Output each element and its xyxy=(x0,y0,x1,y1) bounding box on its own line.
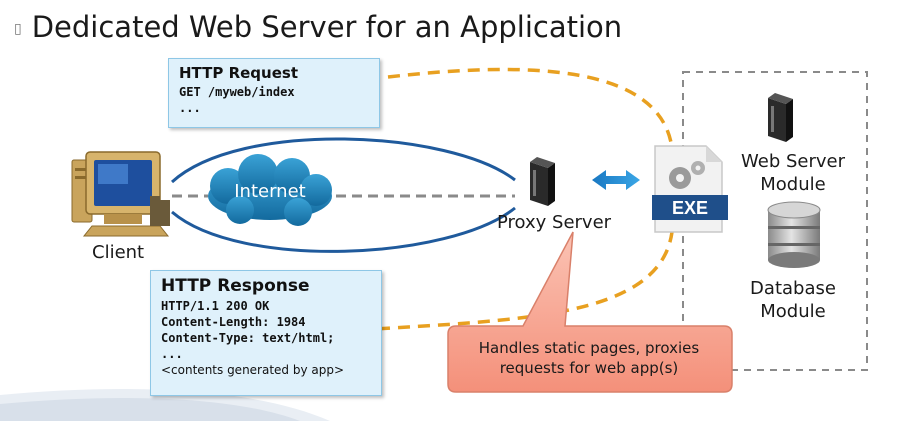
http-response-heading: HTTP Response xyxy=(161,276,310,296)
internet-label: Internet xyxy=(234,181,306,202)
callout-text: Handles static pages, proxies requests f… xyxy=(478,339,700,377)
slide-title: ▯ Dedicated Web Server for an Application xyxy=(14,10,622,44)
http-response-line-2: Content-Length: 1984 xyxy=(161,315,306,329)
title-bullet: ▯ xyxy=(14,21,22,37)
database-icon xyxy=(767,201,821,268)
decorative-swoosh xyxy=(0,389,330,421)
proxy-server-label: Proxy Server xyxy=(497,212,612,233)
http-request-box: HTTP Request GET /myweb/index ... xyxy=(168,58,380,128)
http-request-line-1: GET /myweb/index xyxy=(179,85,295,99)
bidirectional-arrow-icon xyxy=(592,170,640,190)
client-label: Client xyxy=(92,242,145,263)
web-server-module-label: Web Server Module xyxy=(741,151,845,195)
slide-title-text: Dedicated Web Server for an Application xyxy=(31,10,623,44)
exe-badge-label: EXE xyxy=(672,198,708,218)
http-response-line-5: <contents generated by app> xyxy=(161,363,345,377)
http-request-line-2: ... xyxy=(179,101,201,115)
http-request-heading: HTTP Request xyxy=(179,64,298,82)
http-response-line-4: ... xyxy=(161,347,183,361)
module-group-box xyxy=(682,71,868,371)
exe-file-icon xyxy=(652,145,728,233)
http-response-line-1: HTTP/1.1 200 OK xyxy=(161,299,270,313)
client-computer-icon xyxy=(71,151,170,237)
connection-curve-bottom xyxy=(171,206,516,253)
http-response-box: HTTP Response HTTP/1.1 200 OK Content-Le… xyxy=(150,270,382,396)
proxy-server-icon xyxy=(530,157,555,206)
database-module-label: Database Module xyxy=(750,278,836,322)
response-path xyxy=(357,231,674,332)
connection-curve-top xyxy=(170,137,516,184)
http-response-line-3: Content-Type: text/html; xyxy=(161,331,335,345)
web-server-icon xyxy=(768,93,793,142)
internet-cloud-icon xyxy=(208,154,332,226)
callout-bubble xyxy=(447,231,733,393)
request-path xyxy=(387,67,674,149)
